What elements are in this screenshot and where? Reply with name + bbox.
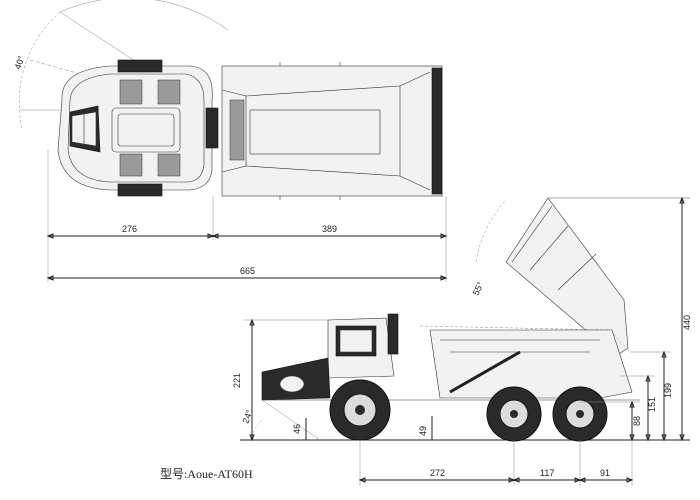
dim-clearance-front: 46 — [292, 424, 302, 434]
dim-wheelbase-front: 272 — [430, 468, 445, 478]
front-wheel — [329, 379, 391, 441]
dump-body-side — [429, 329, 633, 399]
articulation-joint — [205, 107, 219, 149]
dim-rear-overhang: 91 — [600, 468, 610, 478]
dim-dumped-height: 440 — [682, 315, 692, 330]
hydraulic-ram — [449, 350, 521, 394]
dump-angle-label: 55° — [471, 280, 486, 297]
dim-clearance-mid: 49 — [418, 426, 428, 436]
dim-wheelbase-rear: 117 — [540, 468, 554, 478]
dim-cab-length: 276 — [122, 224, 137, 234]
top-angle-label: 40° — [12, 54, 26, 71]
front-wheel-right — [117, 183, 163, 197]
front-wheel-left — [117, 59, 163, 73]
dim-rear-height: 199 — [663, 383, 673, 398]
dim-hinge-height: 151 — [647, 397, 657, 412]
rear-wheel — [552, 386, 608, 442]
approach-angle-label: 24° — [240, 408, 254, 425]
dim-bed-length: 389 — [322, 224, 337, 234]
dump-bed-top — [221, 65, 443, 197]
middle-wheel — [486, 386, 542, 442]
engine-grille-right — [157, 79, 181, 105]
model-label: 型号:Aoue-AT60H — [160, 467, 253, 481]
side-view: 55° — [232, 196, 692, 486]
top-dimensions — [46, 150, 448, 282]
dim-total-length: 665 — [240, 266, 255, 276]
cab-roof — [111, 107, 181, 153]
dim-cab-height: 221 — [232, 373, 242, 388]
dim-axle-height: 88 — [632, 416, 642, 426]
engine-grille-left — [119, 79, 143, 105]
top-view: 40° — [12, 0, 448, 282]
